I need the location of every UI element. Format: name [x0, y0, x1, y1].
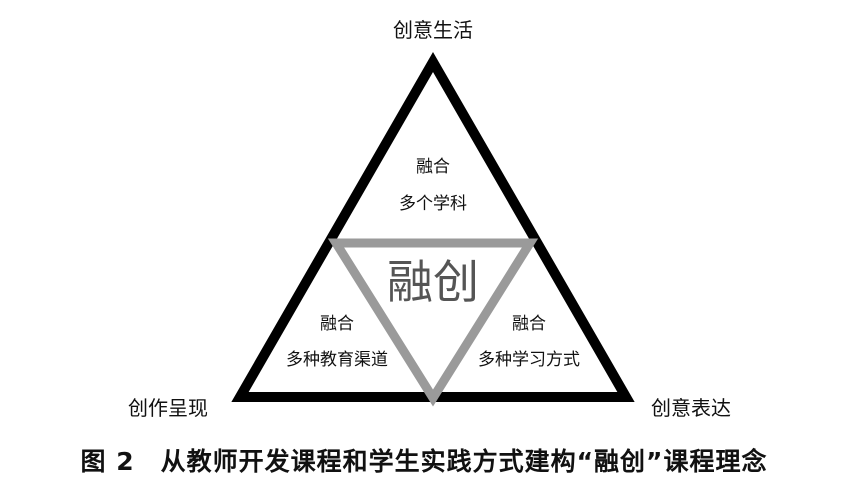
region-right-line2: 多种学习方式: [478, 350, 580, 370]
center-label: 融创: [387, 255, 479, 309]
outer-triangle: [231, 51, 635, 402]
vertex-label-top: 创意生活: [393, 18, 473, 42]
region-left-line2: 多种教育渠道: [286, 350, 388, 370]
region-top-line1: 融合: [416, 157, 450, 177]
vertex-label-bottom-left: 创作呈现: [128, 396, 208, 420]
figure-caption: 图 2 从教师开发课程和学生实践方式建构“融创”课程理念: [0, 449, 848, 474]
figure-number: 图 2: [80, 447, 135, 476]
region-top-line2: 多个学科: [399, 194, 467, 214]
region-right-line1: 融合: [512, 314, 546, 334]
figure-caption-text: 从教师开发课程和学生实践方式建构“融创”课程理念: [160, 447, 768, 476]
inner-triangle: [327, 238, 539, 407]
vertex-label-bottom-right: 创意表达: [651, 396, 731, 420]
region-left-line1: 融合: [320, 314, 354, 334]
